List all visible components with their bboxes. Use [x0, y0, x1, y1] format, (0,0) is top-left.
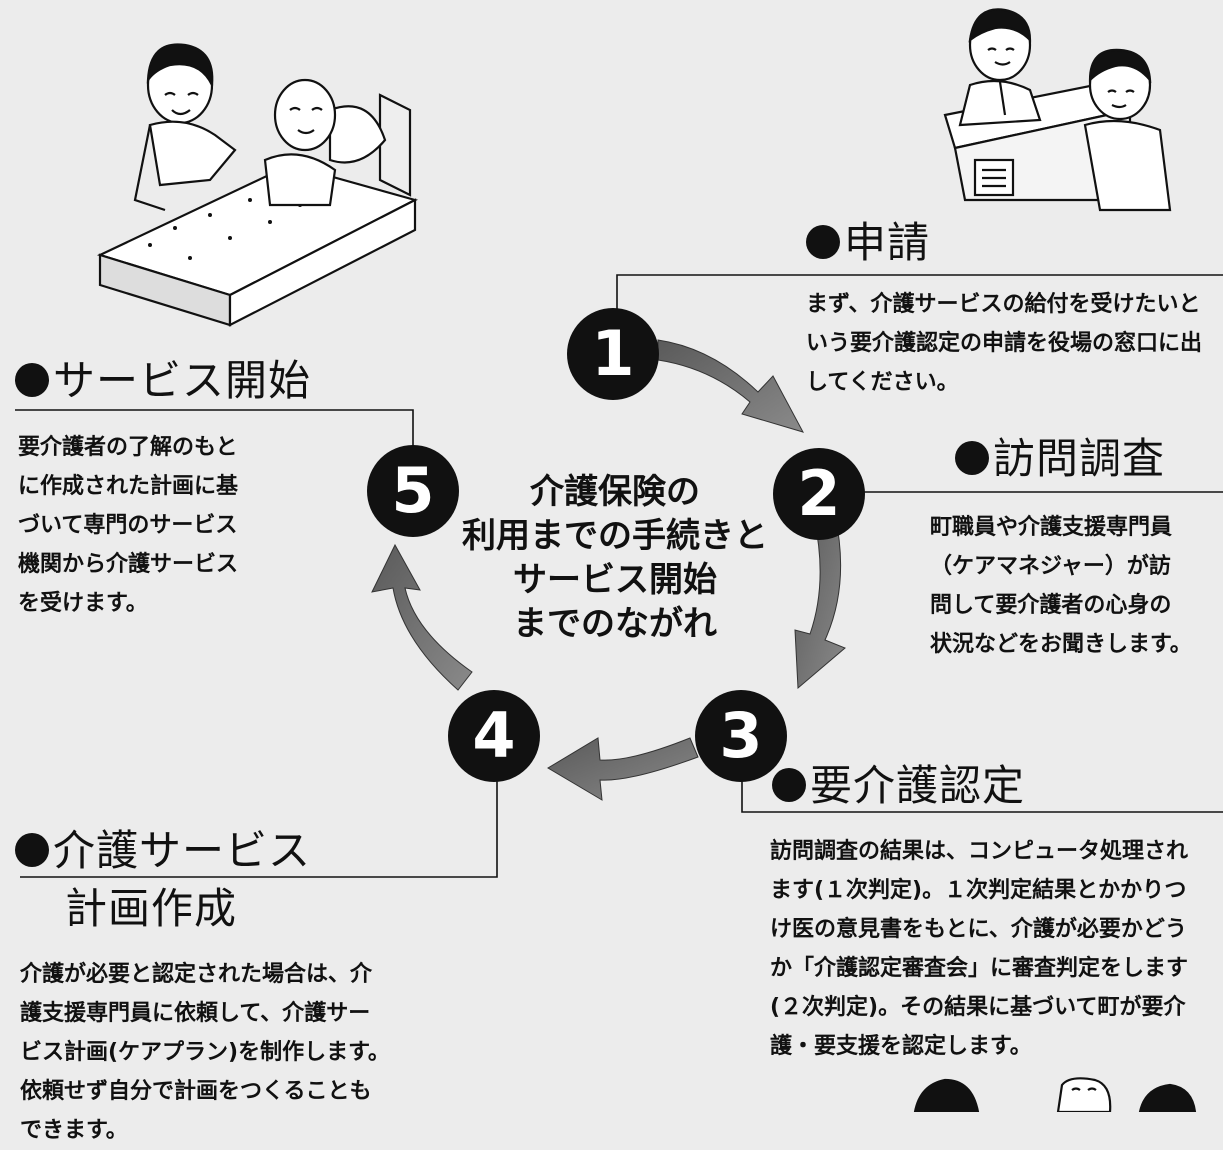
center-title-line-4: までのながれ [513, 604, 717, 644]
center-title-line-3: サービス開始 [513, 560, 717, 600]
bullet-dot-icon [15, 362, 49, 397]
care-insurance-flow-diagram: 介護保険の 利用までの手続きと サービス開始 までのながれ 1 2 3 4 5 … [15, 8, 1223, 1143]
flow-arrows [371, 339, 846, 801]
step-5-desc-line-4: 機関から介護サービス [18, 552, 239, 577]
step-3-desc-line-5: (２次判定)。その結果に基づいて町が要介 [770, 995, 1186, 1020]
step-4-desc-line-5: できます。 [20, 1118, 128, 1143]
step-1-desc-line-3: してください。 [806, 370, 959, 395]
step-3-title: 要介護認定 [810, 761, 1026, 810]
step-3-desc-line-6: 護・要支援を認定します。 [770, 1034, 1032, 1059]
step-5-desc-line-3: づいて専門のサービス [18, 513, 238, 538]
connector-line-5 [15, 409, 414, 455]
step-5-desc-line-5: を受けます。 [18, 591, 148, 616]
step-3-heading: 要介護認定 [772, 765, 1025, 807]
step-5-heading: サービス開始 [15, 360, 311, 402]
bullet-dot-icon [15, 832, 49, 867]
caregiver-bed-illustration [96, 43, 418, 327]
step-3-desc-line-1: 訪問調査の結果は、コンピュータ処理され [770, 839, 1189, 864]
step-5-description: 要介護者の了解のもと に作成された計画に基 づいて専門のサービス 機関から介護サ… [18, 428, 278, 623]
step-2-desc-line-4: 状況などをお聞きします。 [930, 632, 1192, 657]
step-4-description: 介護が必要と認定された場合は、介 護支援専門員に依頼して、介護サー ビス計画(ケ… [20, 955, 420, 1150]
center-title-line-1: 介護保険の [530, 472, 700, 512]
center-title: 介護保険の 利用までの手続きと サービス開始 までのながれ [455, 470, 775, 646]
step-1-heading: 申請 [806, 222, 930, 264]
step-2-title: 訪問調査 [993, 434, 1166, 483]
bullet-dot-icon [955, 440, 989, 475]
step-4-desc-line-1: 介護が必要と認定された場合は、介 [20, 962, 373, 987]
step-2-heading: 訪問調査 [955, 438, 1165, 480]
step-2-description: 町職員や介護支援専門員 （ケアマネジャー）が訪 問して要介護者の心身の 状況など… [930, 508, 1223, 664]
step-3-desc-line-3: け医の意見書をもとに、介護が必要かどう [770, 917, 1187, 942]
step-4-heading: 介護サービス [15, 830, 311, 872]
office-counter-illustration [943, 8, 1172, 212]
step-5-number: 5 [367, 445, 459, 537]
step-5-title: サービス開始 [53, 356, 312, 405]
step-5-desc-line-2: に作成された計画に基 [18, 474, 239, 499]
arrow-1-to-2 [657, 339, 805, 433]
step-1-title: 申請 [844, 218, 931, 267]
step-2-desc-line-3: 問して要介護者の心身の [930, 593, 1172, 618]
step-4-desc-line-3: ビス計画(ケアプラン)を制作します。 [20, 1040, 390, 1065]
step-1-desc-line-1: まず、介護サービスの給付を受けたいと [806, 292, 1201, 317]
step-3-number: 3 [695, 690, 787, 782]
step-5-desc-line-1: 要介護者の了解のもと [18, 435, 238, 460]
step-1-desc-line-2: いう要介護認定の申請を役場の窓口に出 [806, 331, 1203, 356]
arrow-4-to-5 [371, 543, 473, 691]
step-1-description: まず、介護サービスの給付を受けたいと いう要介護認定の申請を役場の窓口に出 して… [806, 285, 1223, 402]
step-4-desc-line-4: 依頼せず自分で計画をつくることも [20, 1079, 372, 1104]
arrow-3-to-4 [547, 737, 699, 801]
step-3-desc-line-4: か「介護認定審査会」に審査判定をします [770, 956, 1189, 981]
center-title-line-2: 利用までの手続きと [462, 516, 768, 556]
connector-line-4 [20, 752, 498, 878]
step-4-heading-line-2: 計画作成 [65, 884, 238, 933]
step-2-number: 2 [773, 448, 865, 540]
step-2-desc-line-1: 町職員や介護支援専門員 [930, 515, 1173, 540]
bullet-dot-icon [772, 767, 806, 802]
arrow-2-to-3 [794, 514, 846, 690]
bullet-dot-icon [806, 224, 840, 259]
step-3-desc-line-2: ます(１次判定)。１次判定結果とかかりつ [770, 878, 1187, 903]
step-4-number: 4 [448, 690, 540, 782]
step-2-desc-line-2: （ケアマネジャー）が訪 [930, 554, 1171, 579]
step-4-desc-line-2: 護支援専門員に依頼して、介護サー [20, 1001, 371, 1026]
step-4-title: 介護サービス [53, 826, 312, 875]
diagram-graphics [15, 8, 1223, 1112]
step-1-number: 1 [567, 308, 659, 400]
bottom-right-people-illustration [913, 1077, 1197, 1112]
step-3-description: 訪問調査の結果は、コンピュータ処理され ます(１次判定)。１次判定結果とかかりつ… [770, 832, 1223, 1066]
